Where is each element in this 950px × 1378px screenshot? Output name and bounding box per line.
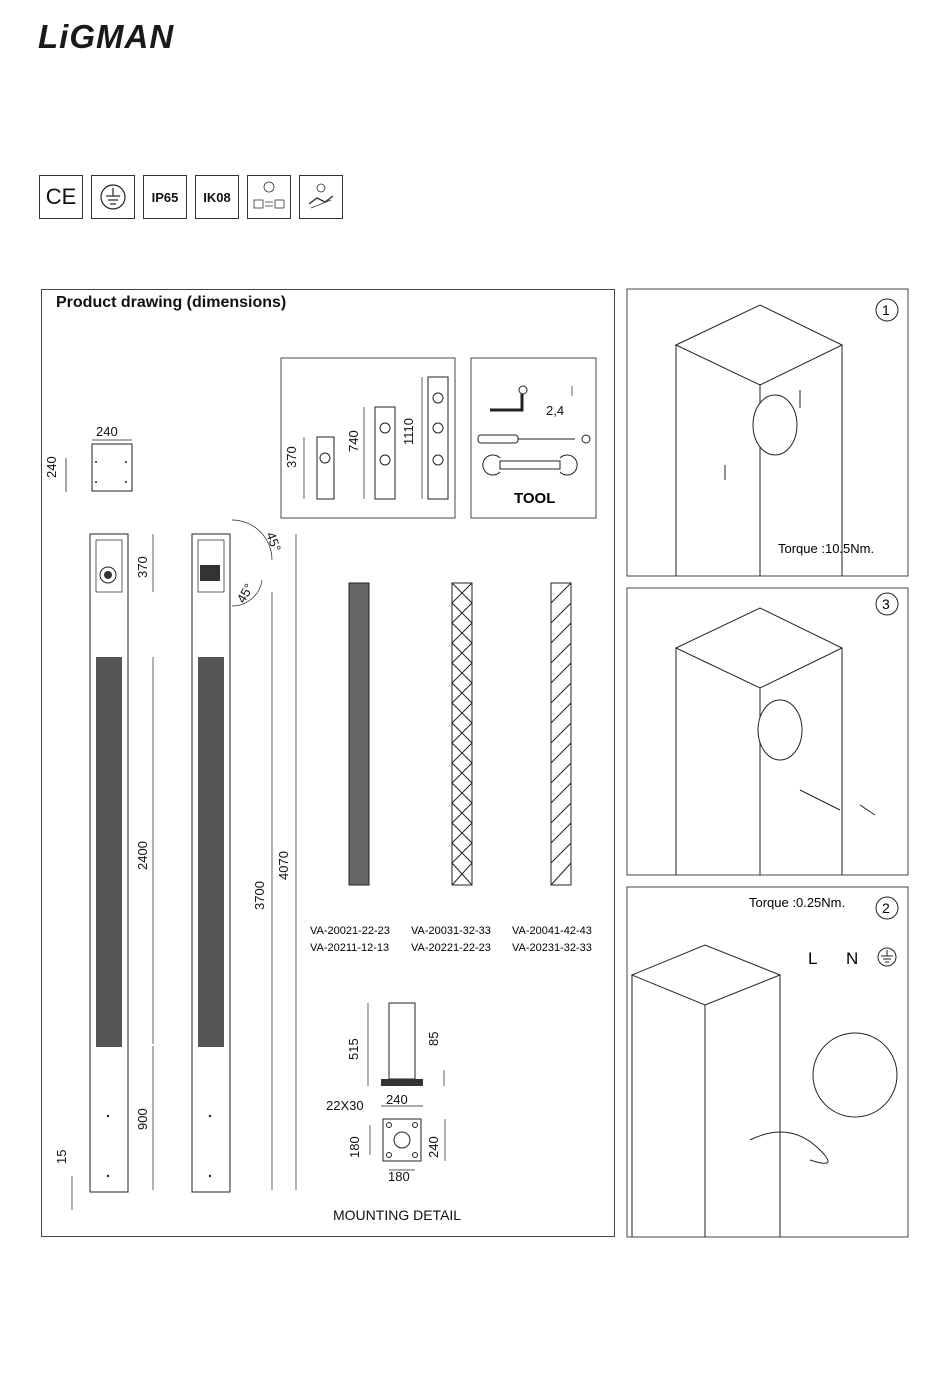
dim-4070: 4070	[276, 851, 291, 880]
pattern-zigzag	[551, 583, 571, 885]
bollard-front-view	[90, 534, 128, 1192]
h370-label: 370	[284, 446, 299, 468]
step-3-number: 3	[882, 596, 890, 612]
dim-370: 370	[135, 556, 150, 578]
variant-1110: 1110	[401, 377, 448, 499]
screwdriver-icon	[478, 435, 590, 443]
terminal-n-label: N	[846, 949, 858, 968]
dim-240-right: 240	[426, 1136, 441, 1158]
angle-45-bottom: 45°	[234, 581, 257, 606]
angle-45-top: 45°	[263, 530, 284, 554]
top-width-label: 240	[96, 424, 118, 439]
wrench-icon	[483, 455, 577, 475]
hex-key-icon: 2,4	[490, 386, 572, 418]
code-3b: VA-20231-32-33	[512, 942, 592, 954]
code-1a: VA-20021-22-23	[310, 925, 390, 937]
dim-15: 15	[54, 1150, 69, 1164]
dim-180-left: 180	[347, 1136, 362, 1158]
code-3a: VA-20041-42-43	[512, 925, 592, 937]
step-2-illustration	[632, 945, 897, 1237]
step-2-number: 2	[882, 900, 890, 916]
code-2a: VA-20031-32-33	[411, 925, 491, 937]
h1110-label: 1110	[401, 418, 416, 445]
hex-size-label: 2,4	[546, 403, 564, 418]
variant-740: 740	[346, 407, 395, 499]
bollard-side-view	[192, 534, 230, 1192]
dim-180-bottom: 180	[388, 1169, 410, 1184]
pattern-lattice	[452, 583, 472, 885]
dim-900: 900	[135, 1108, 150, 1130]
code-1b: VA-20211-12-13	[310, 942, 389, 954]
dim-3700: 3700	[252, 881, 267, 910]
top-depth-label: 240	[44, 456, 59, 478]
dim-2400: 2400	[135, 841, 150, 870]
step-2-torque: Torque :0.25Nm.	[749, 895, 845, 910]
earth-terminal-icon	[878, 948, 896, 966]
variant-370: 370	[284, 437, 334, 499]
top-view: 240 240	[44, 424, 132, 492]
dim-515: 515	[346, 1038, 361, 1060]
step-1-number: 1	[882, 302, 890, 318]
mounting-detail-label: MOUNTING DETAIL	[333, 1207, 461, 1223]
pattern-stone	[349, 583, 369, 885]
step-3-illustration	[676, 608, 875, 875]
variants-box	[281, 358, 455, 518]
dim-240-top: 240	[386, 1092, 408, 1107]
dim-85: 85	[426, 1032, 441, 1046]
code-2b: VA-20221-22-23	[411, 942, 491, 954]
h740-label: 740	[346, 430, 361, 452]
step-1-torque: Torque :10.5Nm.	[778, 541, 874, 556]
terminal-l-label: L	[808, 949, 817, 968]
tool-label: TOOL	[514, 490, 555, 507]
hole-size-label: 22X30	[326, 1098, 364, 1113]
step-1-illustration	[676, 305, 842, 576]
